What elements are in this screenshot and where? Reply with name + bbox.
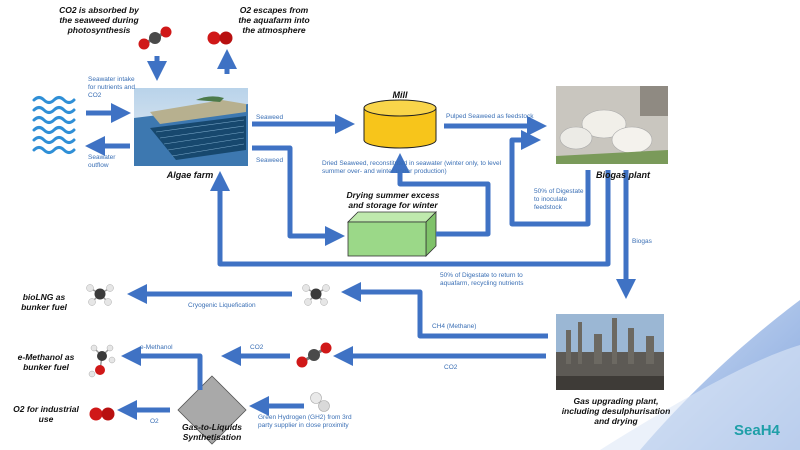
dried-seaweed-arrow (390, 153, 491, 237)
biolng-output-label: bioLNG as bunker fuel (21, 292, 67, 312)
gtl-label: Gas-to-Liquids Synthetisation (182, 422, 242, 442)
seaweed-to-drying-arrow (252, 145, 345, 246)
sea-waves-icon (32, 96, 76, 154)
drying-storage-box (347, 211, 437, 257)
seah4-logo: SeaH4 (734, 422, 780, 439)
co2-to-gtl-label: CO2 (250, 344, 264, 351)
o2-label: O2 (150, 418, 159, 425)
digestate-inoculate-label: 50% of Digestate to inoculate feedstock (534, 188, 584, 211)
biogas-plant-image (556, 86, 668, 164)
co2-bottom-label: CO2 (444, 364, 458, 371)
o2-molecule-icon-bottom (89, 407, 115, 421)
gas-upgrading-plant-image (556, 314, 664, 390)
algae-farm-label: Algae farm (166, 170, 214, 180)
biogas-label: Biogas (632, 238, 652, 245)
algae-farm-image (134, 88, 248, 166)
seawater-intake-label: Seawater intake for nutrients and CO2 (88, 76, 135, 99)
o2-output-label: O2 for industrial use (13, 404, 79, 424)
pulped-label: Pulped Seaweed as feedstock (446, 113, 534, 120)
seaweed-to-mill-label: Seaweed (256, 114, 284, 121)
o2-escapes-label: O2 escapes from the aquafarm into the at… (238, 5, 310, 35)
methane-arrow (341, 282, 548, 339)
e-methanol-arrow (121, 346, 203, 390)
digestate-return-label: 50% of Digestate to return to aquafarm, … (440, 272, 524, 287)
biogas-plant-label: Biogas plant (595, 170, 650, 180)
hydrogen-molecule-icon (310, 392, 330, 412)
digestate-inoculate-arrow (509, 130, 591, 227)
green-h2-label: Green Hydrogen (GH2) from 3rd party supp… (258, 414, 352, 429)
o2-molecule-icon-top (207, 31, 233, 45)
co2-molecule-icon-top (138, 26, 172, 50)
co2-absorbed-label: CO2 is absorbed by the seaweed during ph… (59, 5, 139, 35)
mill-cylinder (363, 99, 437, 149)
methanol-molecule-icon (88, 344, 116, 378)
gtl-diamond (177, 375, 247, 445)
e-methanol-label: e-Methanol (140, 344, 173, 351)
decorative-swoosh-light (600, 345, 800, 450)
cryogenic-label: Cryogenic Liquefication (188, 302, 256, 309)
methane-molecule-icon (302, 284, 330, 306)
drying-label: Drying summer excess and storage for win… (346, 190, 440, 210)
seawater-outflow-label: Seawater outflow (88, 154, 116, 169)
dried-label: Dried Seaweed, reconstituted in seawater… (322, 160, 502, 175)
methane-label: CH4 (Methane) (432, 323, 477, 330)
digestate-return-arrow (210, 170, 611, 267)
co2-molecule-icon-middle (296, 342, 332, 368)
seaweed-to-drying-label: Seaweed (256, 157, 284, 164)
gas-upgrading-label: Gas upgrading plant, including desulphur… (561, 396, 671, 426)
mill-label: Mill (392, 90, 408, 100)
emethanol-output-label: e-Methanol as bunker fuel (17, 352, 75, 372)
flow-arrows (85, 49, 636, 420)
biolng-molecule-icon (86, 284, 114, 306)
